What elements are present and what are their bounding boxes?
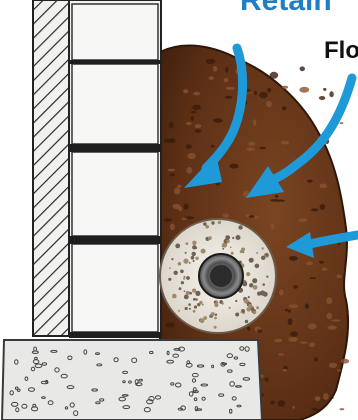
wall-block [72, 64, 158, 144]
diagram-subtitle: Flo [324, 37, 358, 64]
block-wall [69, 0, 161, 338]
diagram-title: Retain [240, 0, 332, 17]
wall-block [72, 152, 158, 236]
wall-block [72, 4, 158, 60]
concrete-footing [2, 340, 262, 420]
wall-hatched-face [33, 0, 69, 336]
wall-block [72, 244, 158, 332]
